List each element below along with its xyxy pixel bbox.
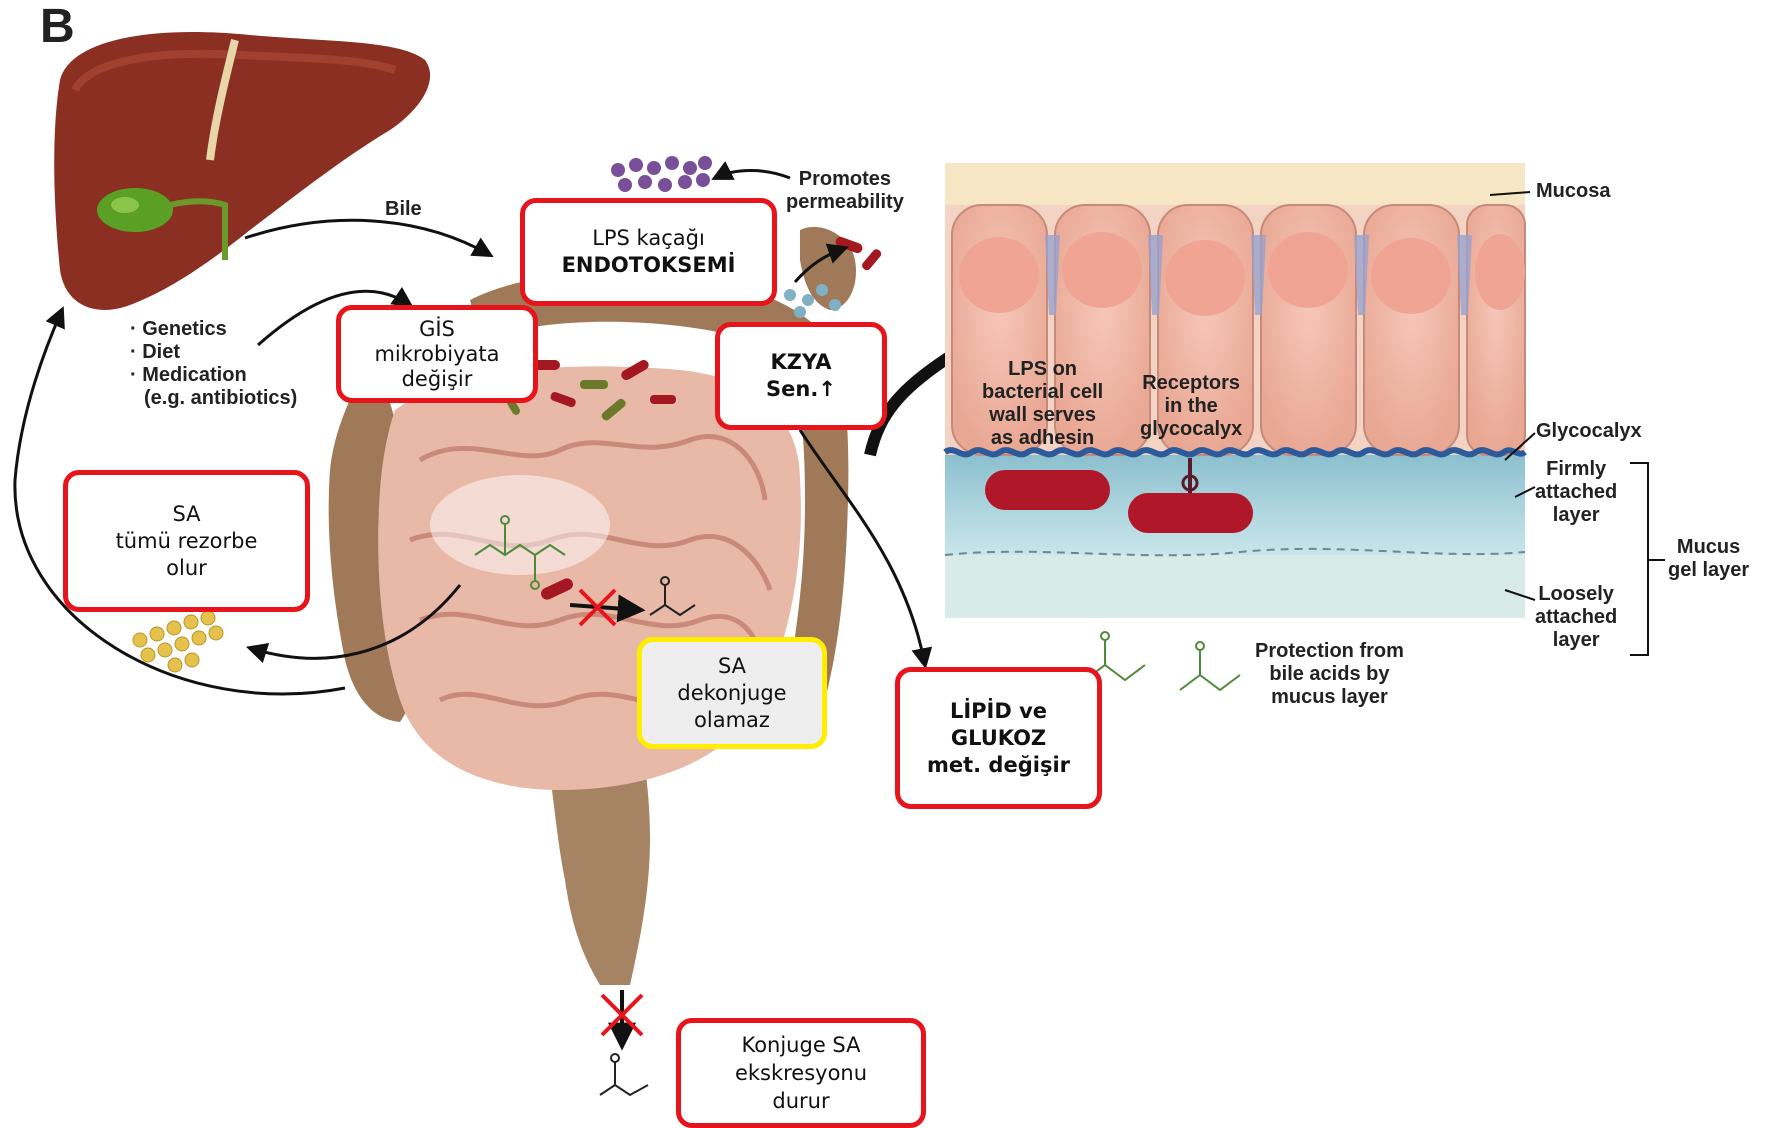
gis-line-1: GİS [419,317,455,342]
sa-resorb-line-1: SA [172,501,200,528]
lipid-line-1: LİPİD ve [950,698,1047,725]
lipid-line-3: met. değişir [927,752,1070,779]
lps-adhesin-line-1: LPS on [982,358,1103,381]
excretion-line-3: durur [772,1087,829,1115]
lps-leak-box: LPS kaçağı ENDOTOKSEMİ [520,198,777,306]
sa-deconj-line-3: olamaz [694,707,770,734]
protection-line-3: mucus layer [1255,686,1404,709]
excretion-line-2: ekskresyonu [735,1059,867,1087]
bile-arrow [245,220,490,255]
factor-genetics: Genetics [142,318,226,340]
protection-label: Protection from bile acids by mucus laye… [1255,640,1404,709]
factor-antibiotics: (e.g. antibiotics) [130,387,297,410]
lps-adhesin-line-4: as adhesin [982,427,1103,450]
factor-medication: Medication [142,364,246,386]
excretion-line-1: Konjuge SA [741,1031,860,1059]
lipid-glucose-box: LİPİD ve GLUKOZ met. değişir [895,667,1102,809]
receptors-line-2: in the [1140,395,1242,418]
sa-deconj-line-2: dekonjuge [677,680,786,707]
liver-icon [54,32,430,310]
sa-resorb-line-3: olur [166,555,207,582]
receptors-label: Receptors in the glycocalyx [1140,372,1242,441]
gis-line-3: değişir [402,367,473,392]
permeability-arrow [715,171,790,179]
mucus-gel-line-2: gel layer [1668,559,1749,582]
receptors-line-3: glycocalyx [1140,418,1242,441]
firmly-line-1: Firmly [1535,458,1617,481]
lps-adhesin-line-2: bacterial cell [982,381,1103,404]
excretion-box: Konjuge SA ekskresyonu durur [676,1018,926,1128]
lps-adhesin-label: LPS on bacterial cell wall serves as adh… [982,358,1103,450]
sa-resorb-line-2: tümü rezorbe [116,528,258,555]
sa-deconjugate-box: SA dekonjuge olamaz [637,637,827,749]
receptors-line-1: Receptors [1140,372,1242,395]
firmly-line-3: layer [1535,504,1617,527]
promotes-label: Promotes permeability [786,168,904,214]
kzya-line-2: Sen.↑ [766,376,836,403]
firmly-line-2: attached [1535,481,1617,504]
gis-microbiota-box: GİS mikrobiyata değişir [336,305,538,403]
protection-line-2: bile acids by [1255,663,1404,686]
panel-letter: B [40,0,75,54]
mucosa-label: Mucosa [1536,180,1610,203]
loosely-line-3: layer [1535,629,1617,652]
factor-diet: Diet [142,341,180,363]
sa-deconj-line-1: SA [718,653,746,680]
lps-leak-line-1: LPS kaçağı [592,225,705,252]
promotes-line-2: permeability [786,191,904,214]
lipid-line-2: GLUKOZ [951,725,1046,752]
loosely-line-1: Loosely [1535,583,1617,606]
protection-line-1: Protection from [1255,640,1404,663]
bile-label: Bile [385,198,422,221]
lps-leak-line-2: ENDOTOKSEMİ [562,252,736,279]
bile-acid-particle-icon [133,611,223,672]
factors-list: · Genetics · Diet · Medication (e.g. ant… [130,318,297,410]
glycocalyx-label: Glycocalyx [1536,420,1642,443]
mucus-gel-line-1: Mucus [1668,536,1749,559]
loosely-label: Loosely attached layer [1535,583,1617,652]
gis-line-2: mikrobiyata [374,342,499,367]
promotes-line-1: Promotes [786,168,904,191]
kzya-line-1: KZYA [771,349,832,376]
loosely-line-2: attached [1535,606,1617,629]
mucus-gel-label: Mucus gel layer [1668,536,1749,582]
lps-adhesin-line-3: wall serves [982,404,1103,427]
kzya-box: KZYA Sen.↑ [715,322,887,430]
lps-particle-icon [611,156,712,192]
firmly-label: Firmly attached layer [1535,458,1617,527]
sa-resorb-box: SA tümü rezorbe olur [63,470,310,612]
